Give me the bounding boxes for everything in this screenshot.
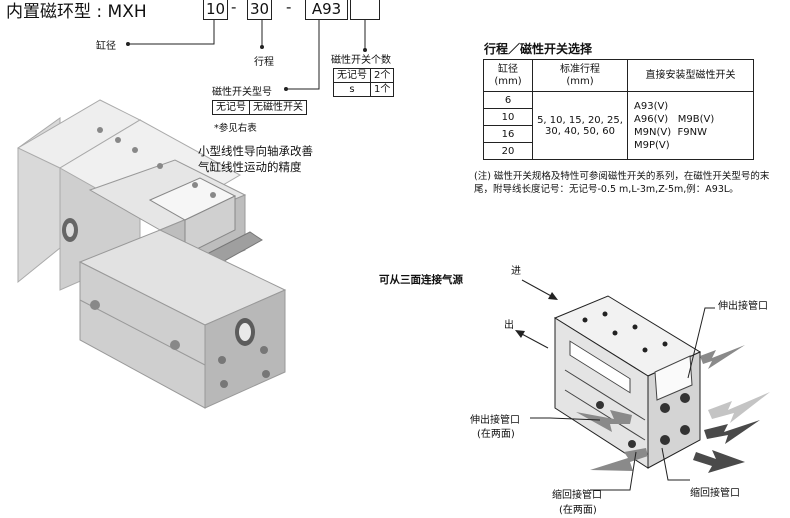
switch-note: (注) 磁性开关规格及特性可参阅磁性开关的系列，在磁性开关型号的末尾，附导线长度… bbox=[474, 171, 770, 195]
stroke-code-box: 30 bbox=[247, 0, 272, 20]
header-switch: 直接安装型磁性开关 bbox=[627, 59, 754, 92]
switch-model-desc: 无磁性开关 bbox=[249, 100, 307, 115]
retract-port-bottom-sub: (在两面) bbox=[559, 505, 597, 516]
switch-model-code: 无记号 bbox=[212, 100, 250, 115]
stroke-line-1: 5, 10, 15, 20, 25, bbox=[537, 114, 623, 126]
switch-line-4: M9P(V) bbox=[634, 139, 670, 151]
piping-title: 可从三面连接气源 bbox=[379, 274, 463, 286]
switch-cell: A93(V) A96(V) M9B(V) M9N(V) F9NW M9P(V) bbox=[627, 91, 754, 160]
stroke-cell: 5, 10, 15, 20, 25, 30, 40, 50, 60 bbox=[532, 91, 628, 160]
feature-line-2: 气缸线性运动的精度 bbox=[198, 160, 302, 174]
extend-port-left-sub: (在两面) bbox=[477, 429, 515, 440]
stroke-label: 行程 bbox=[254, 57, 274, 68]
selection-title: 行程／磁性开关选择 bbox=[484, 42, 593, 56]
feature-text: 小型线性导向轴承改善 气缸线性运动的精度 bbox=[198, 143, 313, 175]
switch-model-label: 磁性开关型号 bbox=[212, 87, 272, 98]
switch-model-table: 无记号 无磁性开关 bbox=[212, 100, 307, 115]
qty-code-box bbox=[350, 0, 380, 20]
header-stroke: 标准行程 (mm) bbox=[532, 59, 628, 92]
switch-line-3: M9N(V) F9NW bbox=[634, 126, 707, 138]
retract-port-bottom-label: 缩回接管口 bbox=[552, 490, 602, 501]
bore-10: 10 bbox=[483, 108, 533, 126]
switch-qty-label: 磁性开关个数 bbox=[331, 55, 391, 66]
extend-port-left-label: 伸出接管口 bbox=[470, 415, 520, 426]
code-dash-1: - bbox=[231, 0, 237, 16]
extend-port-right-label: 伸出接管口 bbox=[718, 301, 768, 312]
out-label: 出 bbox=[504, 320, 514, 331]
header-bore: 缸径 (mm) bbox=[483, 59, 533, 92]
header-stroke-unit: (mm) bbox=[566, 75, 594, 87]
retract-port-right-label: 缩回接管口 bbox=[690, 488, 740, 499]
switch-line-2: A96(V) M9B(V) bbox=[634, 113, 715, 125]
switch-line-1: A93(V) bbox=[634, 100, 669, 112]
feature-line-1: 小型线性导向轴承改善 bbox=[198, 144, 313, 158]
in-label: 进 bbox=[511, 266, 521, 277]
bore-20: 20 bbox=[483, 142, 533, 160]
selection-table: 缸径 (mm) 标准行程 (mm) 直接安装型磁性开关 6 5, 10, 15,… bbox=[483, 59, 754, 160]
switch-qty-table: 无记号 2个 s 1个 bbox=[333, 68, 395, 97]
code-dash-2: - bbox=[286, 0, 292, 16]
bore-code-box: 10 bbox=[203, 0, 228, 20]
header-bore-text: 缸径 bbox=[498, 63, 518, 75]
model-code-prefix: 内置磁环型 : MXH bbox=[6, 2, 147, 22]
header-stroke-text: 标准行程 bbox=[560, 63, 600, 75]
bore-label: 缸径 bbox=[96, 41, 116, 52]
stroke-line-2: 30, 40, 50, 60 bbox=[545, 125, 615, 137]
switch-model-note: *参见右表 bbox=[214, 123, 257, 134]
header-bore-unit: (mm) bbox=[494, 75, 522, 87]
qty-value-1: 1个 bbox=[369, 82, 395, 97]
switch-code-box: A93 bbox=[305, 0, 348, 20]
